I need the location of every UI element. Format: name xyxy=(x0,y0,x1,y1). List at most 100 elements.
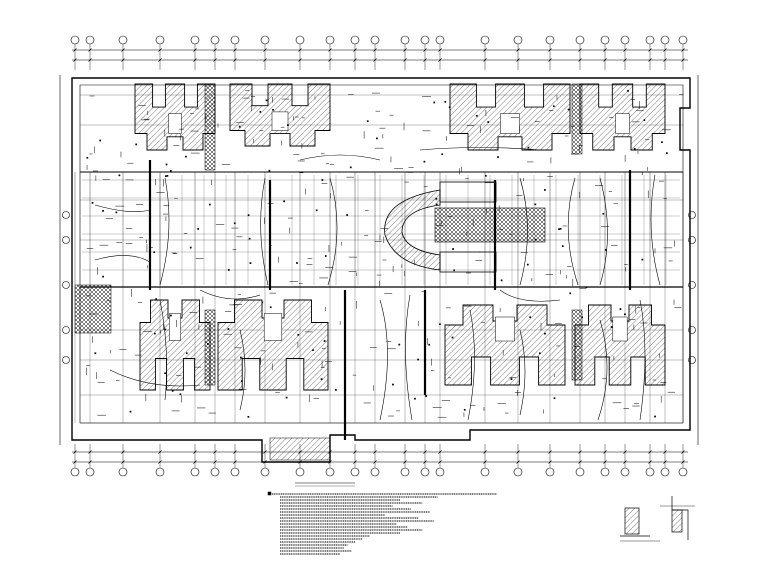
annotation-dot xyxy=(569,292,572,295)
grid-bubble xyxy=(118,444,128,477)
contour-line xyxy=(467,309,475,421)
annotation-dot xyxy=(129,410,132,413)
grid-bubble xyxy=(260,444,270,477)
grid-bubble xyxy=(155,444,165,477)
grid-bubble xyxy=(513,444,523,477)
grid-bubble xyxy=(350,444,360,477)
annotation-dot xyxy=(500,279,503,282)
annotation-dot xyxy=(441,153,444,156)
annotation-dot xyxy=(605,249,607,251)
annotation-dot xyxy=(544,189,546,191)
grid-bubble xyxy=(85,35,95,70)
general-notes-block xyxy=(267,491,497,555)
annotation-dot xyxy=(435,203,438,206)
annotation-dot xyxy=(86,156,89,159)
contour-line xyxy=(650,174,661,286)
annotation-dot xyxy=(439,323,441,326)
contour-line xyxy=(94,255,151,263)
annotation-dot xyxy=(287,124,289,127)
plan-title xyxy=(295,482,355,487)
grid-bubble xyxy=(370,35,380,70)
annotation-dot xyxy=(423,160,426,163)
tower-block xyxy=(229,83,331,147)
contour-line xyxy=(379,299,388,421)
grid-bubble xyxy=(545,444,555,477)
annotation-dot xyxy=(115,211,118,214)
annotation-dot xyxy=(94,352,97,355)
annotation-dot xyxy=(463,408,466,411)
annotation-dot xyxy=(185,352,188,355)
annotation-dot xyxy=(272,108,274,111)
grid-bubble xyxy=(575,35,585,70)
core-strips xyxy=(74,83,583,461)
annotation-dot xyxy=(627,90,629,92)
annotation-dot xyxy=(320,378,323,380)
annotation-dot xyxy=(398,343,401,346)
grid-bubble xyxy=(230,444,240,477)
annotation-dot xyxy=(135,143,138,146)
grid-bubble xyxy=(420,35,430,70)
grid-bubble xyxy=(513,35,523,70)
annotation-dot xyxy=(428,343,431,346)
annotation-dot xyxy=(165,163,168,166)
contour-line xyxy=(199,289,261,300)
dimension-lines xyxy=(59,49,699,463)
annotation-dot xyxy=(529,316,532,319)
grid-bubble xyxy=(400,444,410,477)
grid-bubble xyxy=(85,444,95,477)
annotation-dot xyxy=(91,202,94,204)
shear-walls xyxy=(80,160,683,440)
contour-line xyxy=(567,177,579,286)
grid-axis-bubbles-bottom xyxy=(70,444,688,477)
annotation-dot xyxy=(118,174,121,177)
grid-bubble xyxy=(295,35,305,70)
annotation-dot xyxy=(189,246,192,249)
annotation-dot xyxy=(208,203,211,206)
annotation-dot xyxy=(265,99,268,102)
grid-bubble xyxy=(325,35,335,70)
grid-bubble xyxy=(600,444,610,477)
grid-bubble xyxy=(370,444,380,477)
annotation-dot xyxy=(240,356,242,359)
annotation-dot xyxy=(433,101,436,104)
grid-bubble xyxy=(62,356,70,364)
contour-line xyxy=(159,177,170,286)
annotation-dot xyxy=(585,286,588,289)
tower-block xyxy=(579,83,666,151)
annotation-dot xyxy=(321,179,324,181)
contour-line xyxy=(260,177,269,286)
annotation-dot xyxy=(171,390,174,392)
contour-line xyxy=(109,369,201,387)
grid-bubble xyxy=(645,444,655,477)
annotation-dot xyxy=(619,308,622,310)
tower-block xyxy=(444,304,566,386)
annotation-dot xyxy=(641,258,644,261)
annotation-dot xyxy=(643,119,646,121)
annotation-dot xyxy=(602,212,605,215)
annotation-dot xyxy=(526,263,529,266)
annotation-dot xyxy=(315,209,318,212)
wall-detail xyxy=(620,496,695,542)
grid-bubble xyxy=(420,444,430,477)
annotation-dot xyxy=(170,314,172,317)
grid-bubble xyxy=(230,35,240,70)
annotation-dot xyxy=(414,397,416,400)
annotation-dot xyxy=(559,227,562,230)
contour-line xyxy=(419,147,541,151)
grid-bubble xyxy=(70,35,80,70)
annotation-dot xyxy=(249,262,252,265)
annotation-dot xyxy=(349,166,352,169)
annotation-dot xyxy=(170,169,172,172)
annotation-dot xyxy=(444,101,447,103)
annotation-dot xyxy=(164,175,167,178)
grid-bubble xyxy=(645,35,655,70)
annotation-dot xyxy=(366,120,369,123)
annotation-dot xyxy=(581,316,584,319)
grid-bubble xyxy=(190,444,200,477)
annotation-dot xyxy=(185,155,187,158)
annotation-dot xyxy=(425,395,428,397)
grid-bubble xyxy=(210,35,220,70)
grid-bubble xyxy=(190,35,200,70)
annotation-dot xyxy=(197,228,199,230)
